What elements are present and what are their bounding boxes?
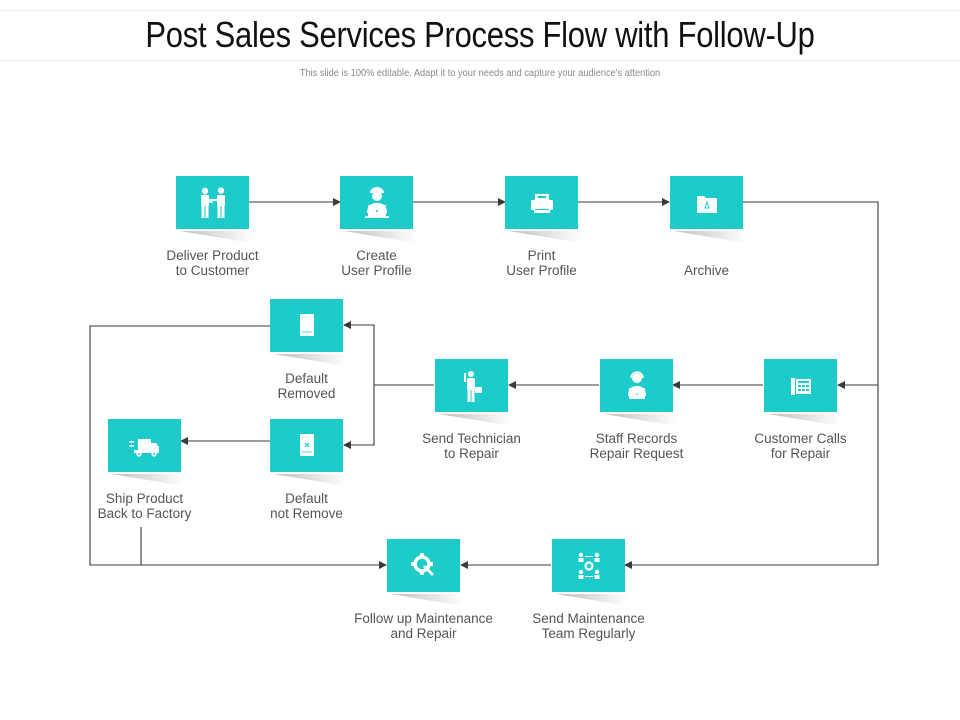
step-follow-up-maintenance[interactable]: Follow up Maintenance and Repair <box>354 539 493 641</box>
step-label: Create User Profile <box>341 248 412 278</box>
title-rule <box>0 60 960 61</box>
step-box <box>764 359 837 412</box>
box-shadow <box>344 231 416 243</box>
step-box <box>435 359 508 412</box>
step-label: Ship Product Back to Factory <box>97 491 192 521</box>
telephone-icon <box>790 377 811 395</box>
handover-icon <box>200 186 225 218</box>
step-box <box>108 419 181 472</box>
step-label: Default not Remove <box>270 491 343 521</box>
step-box <box>387 539 460 592</box>
step-deliver-product[interactable]: Deliver Product to Customer <box>166 176 259 278</box>
step-ship-product[interactable]: Ship Product Back to Factory <box>98 419 191 521</box>
box-shadow <box>556 594 628 606</box>
step-default-not-remove[interactable]: Default not Remove <box>270 419 346 521</box>
box-shadow <box>391 594 463 606</box>
step-box <box>340 176 413 229</box>
box-shadow <box>180 231 252 243</box>
step-staff-records[interactable]: Staff Records Repair Request <box>590 359 683 461</box>
user-laptop-icon <box>364 186 389 218</box>
step-label: Send Maintenance Team Regularly <box>532 611 645 641</box>
box-shadow <box>112 474 184 486</box>
step-label: Archive <box>683 263 729 278</box>
folder-icon <box>696 195 717 213</box>
step-box <box>176 176 249 229</box>
step-label: Customer Calls for Repair <box>754 431 847 461</box>
box-shadow <box>509 231 581 243</box>
step-label: Print User Profile <box>506 248 577 278</box>
support-agent-icon <box>627 370 646 399</box>
box-shadow <box>768 414 840 426</box>
box-shadow <box>274 474 346 486</box>
step-send-technician[interactable]: Send Technician to Repair <box>422 359 521 461</box>
box-shadow <box>439 414 511 426</box>
step-box <box>670 176 743 229</box>
edge-split-default-removed <box>343 321 375 385</box>
step-label: Staff Records Repair Request <box>589 431 684 461</box>
step-label: Send Technician to Repair <box>422 431 521 461</box>
step-box <box>600 359 673 412</box>
step-box <box>270 299 343 352</box>
step-box <box>270 419 343 472</box>
box-shadow <box>674 231 746 243</box>
step-default-removed[interactable]: Default Removed <box>270 299 346 401</box>
step-archive[interactable]: Archive <box>670 176 746 278</box>
page-subtitle: This slide is 100% editable. Adapt it to… <box>299 67 661 79</box>
step-print-user-profile[interactable]: Print User Profile <box>505 176 581 278</box>
team-gear-icon <box>578 552 599 579</box>
top-rule <box>0 10 960 11</box>
gear-wrench-icon <box>410 552 434 576</box>
step-send-maintenance-team[interactable]: Send Maintenance Team Regularly <box>532 539 645 641</box>
printer-icon <box>530 193 553 213</box>
step-box <box>552 539 625 592</box>
step-label: Default Removed <box>277 371 336 401</box>
edge-archive-right-trunk <box>743 201 879 565</box>
edge-default-removed-loop <box>89 325 387 569</box>
step-label: Follow up Maintenance and Repair <box>354 611 493 641</box>
step-customer-calls[interactable]: Customer Calls for Repair <box>754 359 847 461</box>
delivery-truck-icon <box>128 438 159 457</box>
box-shadow <box>274 354 346 366</box>
step-box <box>505 176 578 229</box>
document-x-icon <box>299 433 314 456</box>
page-title: Post Sales Services Process Flow with Fo… <box>145 14 815 55</box>
technician-icon <box>463 370 482 402</box>
box-shadow <box>604 414 676 426</box>
edge-split-default-not-remove <box>343 385 375 449</box>
step-create-user-profile[interactable]: Create User Profile <box>340 176 416 278</box>
document-icon <box>299 313 314 336</box>
step-label: Deliver Product to Customer <box>166 248 259 278</box>
